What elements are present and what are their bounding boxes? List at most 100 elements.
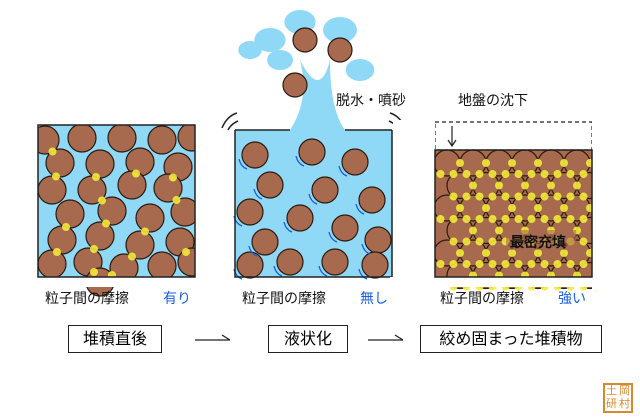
water-droplet	[323, 17, 357, 43]
friction-point	[508, 204, 516, 212]
friction-point	[488, 192, 497, 201]
mask	[390, 277, 640, 287]
friction-point	[508, 159, 516, 167]
particle	[45, 148, 75, 178]
friction-point	[98, 196, 106, 205]
friction-point	[469, 181, 477, 190]
friction-point	[48, 147, 57, 156]
friction-point	[534, 204, 542, 212]
friction-point	[521, 181, 529, 190]
panel2-friction: 無し	[360, 291, 388, 307]
friction-point	[462, 215, 471, 223]
particle	[364, 226, 392, 254]
friction-point	[508, 249, 516, 257]
water-droplet	[267, 50, 293, 70]
friction-point	[53, 248, 61, 256]
friction-point	[495, 226, 503, 235]
flow-arrow	[361, 243, 371, 255]
friction-point	[62, 223, 70, 231]
particle	[85, 221, 115, 251]
friction-point	[560, 204, 568, 212]
friction-point	[482, 159, 490, 167]
panel3-frame	[434, 149, 593, 278]
flow-arrow	[355, 203, 365, 215]
friction-point	[482, 204, 490, 212]
mask	[393, 120, 435, 290]
flow-arrow	[238, 158, 248, 170]
panel2-label: 粒子間の摩擦	[242, 291, 326, 307]
friction-point	[527, 260, 536, 268]
friction-point	[566, 260, 575, 268]
panel3-friction: 強い	[558, 291, 586, 307]
friction-point	[475, 215, 484, 223]
friction-point	[573, 181, 581, 190]
particle	[321, 248, 349, 276]
particle	[256, 171, 284, 199]
particle	[125, 230, 155, 260]
friction-point	[540, 170, 549, 178]
arrow-right-icon	[195, 334, 231, 341]
particle	[236, 198, 264, 226]
stage-liquefaction: 液状化	[268, 325, 348, 353]
particle	[292, 27, 318, 53]
friction-point	[540, 215, 549, 223]
friction-point	[462, 170, 471, 178]
friction-point	[566, 170, 575, 178]
friction-point	[534, 159, 542, 167]
stage-after-deposition: 堆積直後	[68, 325, 162, 353]
logo: 土岡研村	[603, 383, 633, 413]
friction-point	[488, 215, 497, 223]
friction-point	[560, 249, 568, 257]
friction-point	[141, 227, 149, 236]
particle	[311, 176, 339, 204]
friction-point	[527, 170, 536, 178]
vibration-icon	[221, 112, 239, 131]
friction-point	[566, 192, 575, 201]
friction-point	[90, 268, 98, 276]
flow-arrow	[273, 265, 283, 277]
friction-point	[566, 215, 575, 223]
mask-mid	[195, 120, 235, 280]
flow-arrow	[328, 231, 338, 243]
particle	[327, 37, 353, 63]
friction-point	[560, 159, 568, 167]
friction-point	[92, 173, 100, 181]
friction-point	[449, 192, 458, 201]
particle	[358, 186, 386, 214]
dewater-label: 脱水・噴砂	[336, 93, 406, 109]
panel2-frame	[234, 130, 393, 278]
particle	[276, 248, 304, 276]
friction-point	[128, 252, 136, 261]
particle	[85, 149, 115, 179]
mask-bottom	[0, 277, 640, 287]
friction-point	[553, 170, 562, 178]
particle	[298, 138, 326, 166]
particle	[97, 196, 127, 226]
friction-point	[579, 237, 588, 246]
particle	[67, 123, 97, 153]
friction-point	[579, 192, 588, 201]
friction-point	[553, 192, 562, 201]
friction-point	[475, 260, 484, 268]
particle	[251, 228, 279, 256]
particle	[117, 170, 147, 200]
original-height-dashed	[434, 121, 593, 151]
particle	[331, 214, 359, 242]
friction-point	[540, 192, 549, 201]
friction-point	[495, 181, 503, 190]
friction-point	[436, 170, 445, 178]
friction-point	[436, 260, 445, 268]
friction-point	[514, 215, 523, 223]
flow-arrow	[253, 188, 263, 200]
flow-arrow	[358, 268, 368, 280]
panel1-label: 粒子間の摩擦	[45, 291, 129, 307]
friction-point	[553, 260, 562, 268]
flow-arrow	[295, 155, 305, 167]
friction-point	[579, 170, 588, 178]
mask-left	[0, 120, 38, 280]
particle	[341, 148, 369, 176]
particle	[236, 251, 264, 279]
friction-point	[462, 260, 471, 268]
particle	[153, 173, 183, 203]
